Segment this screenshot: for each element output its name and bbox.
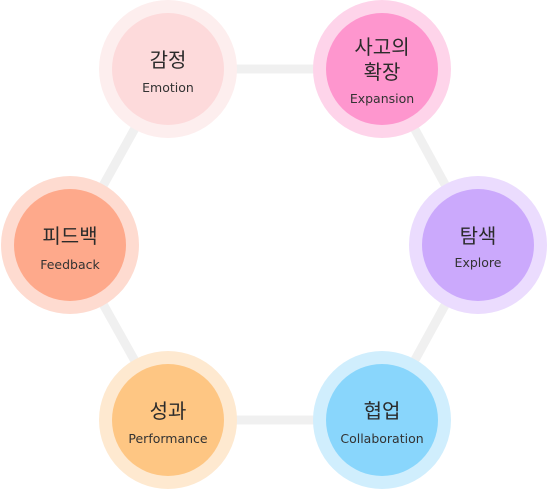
node-explore-label-en: Explore [455, 255, 502, 270]
node-collaboration: 협업 Collaboration [313, 351, 451, 489]
node-collaboration-circle [326, 364, 438, 476]
node-feedback-label-ko-0: 피드백 [42, 224, 97, 248]
node-explore-label-ko-0: 탐색 [460, 224, 497, 248]
node-expansion-label-ko-0: 사고의 [354, 35, 409, 59]
node-feedback: 피드백 Feedback [1, 176, 139, 314]
node-emotion-label-en: Emotion [142, 80, 194, 95]
node-expansion: 사고의 확장 Expansion [313, 0, 451, 138]
node-feedback-label-en: Feedback [40, 257, 100, 272]
node-performance-label-en: Performance [128, 431, 208, 446]
node-expansion-label-en: Expansion [350, 91, 414, 106]
node-performance: 성과 Performance [99, 351, 237, 489]
node-performance-circle [112, 364, 224, 476]
node-performance-label-ko-0: 성과 [150, 399, 187, 423]
node-emotion-label-ko-0: 감정 [150, 48, 187, 72]
node-collaboration-label-ko-0: 협업 [364, 399, 401, 423]
node-collaboration-label-en: Collaboration [340, 431, 423, 446]
node-explore: 탐색 Explore [409, 176, 547, 314]
node-explore-circle [422, 189, 534, 301]
node-feedback-circle [14, 189, 126, 301]
node-emotion-circle [112, 13, 224, 125]
node-expansion-circle [326, 13, 438, 125]
node-emotion: 감정 Emotion [99, 0, 237, 138]
node-expansion-label-ko-1: 확장 [364, 60, 401, 84]
